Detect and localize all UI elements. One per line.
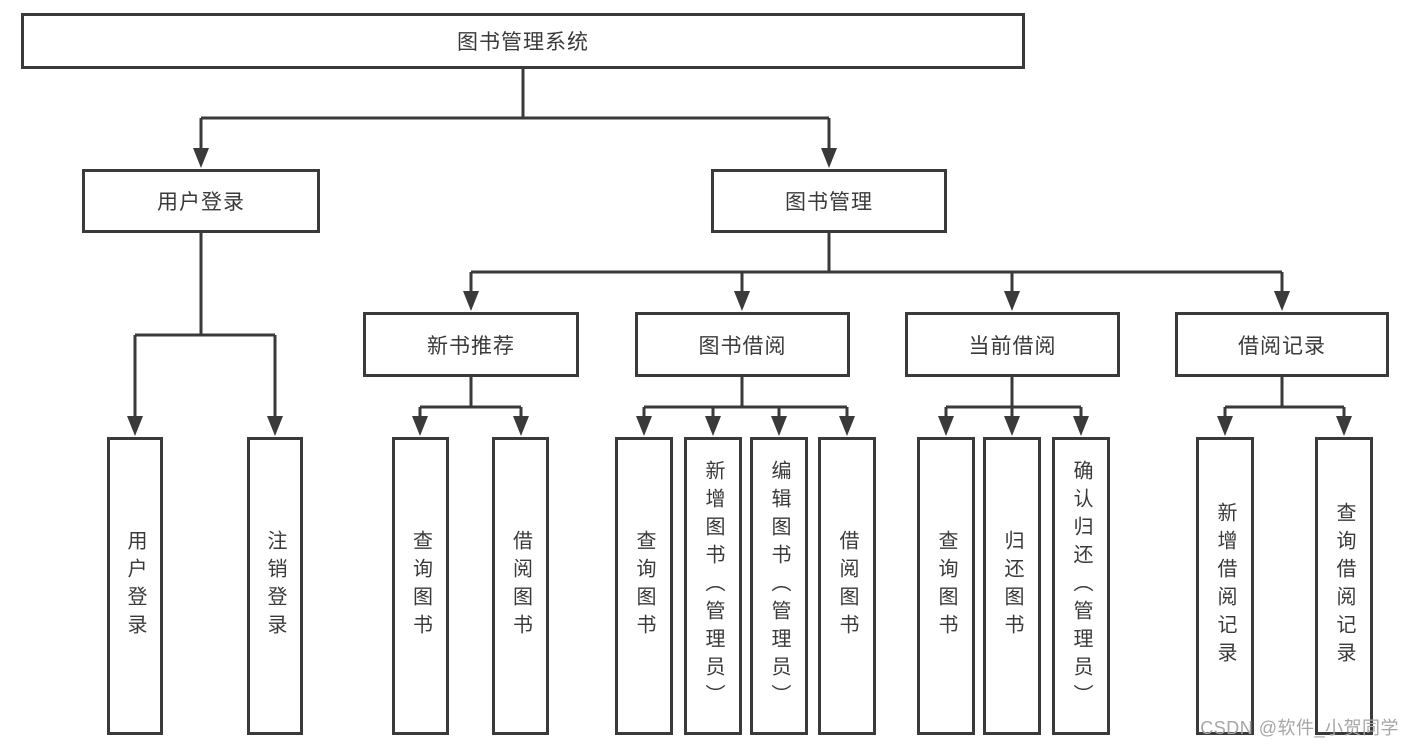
node-logout: 注销登录 — [247, 437, 303, 735]
node-library-system-label: 图书管理系统 — [457, 31, 589, 54]
node-user-login-group: 用户登录 — [82, 169, 320, 233]
node-borrow-books-recommend-label: 借阅图书 — [509, 530, 532, 642]
node-confirm-return-admin-label: 确认归还（管理员） — [1070, 460, 1092, 712]
node-new-book-recommend: 新书推荐 — [363, 312, 579, 377]
node-new-book-recommend-label: 新书推荐 — [427, 334, 515, 358]
node-borrow-books-label: 借阅图书 — [836, 530, 858, 642]
node-library-system: 图书管理系统 — [21, 13, 1025, 69]
node-return-books: 归还图书 — [983, 437, 1041, 735]
node-return-books-label: 归还图书 — [1001, 530, 1023, 642]
node-query-borrow-record: 查询借阅记录 — [1315, 437, 1373, 735]
node-add-borrow-record-label: 新增借阅记录 — [1214, 502, 1236, 670]
node-query-books-borrow: 查询图书 — [615, 437, 673, 735]
node-user-login-label: 用户登录 — [124, 530, 146, 642]
csdn-watermark: CSDN @软件_小贺同学 — [1200, 718, 1399, 738]
node-query-books-current: 查询图书 — [917, 437, 975, 735]
node-query-borrow-record-label: 查询借阅记录 — [1333, 502, 1355, 670]
node-user-login: 用户登录 — [107, 437, 163, 735]
node-edit-book-admin: 编辑图书（管理员） — [750, 437, 808, 735]
node-add-borrow-record: 新增借阅记录 — [1196, 437, 1254, 735]
node-borrowing-records-label: 借阅记录 — [1238, 334, 1326, 358]
node-borrow-books-recommend: 借阅图书 — [492, 437, 549, 735]
node-book-management-label: 图书管理 — [785, 191, 873, 214]
node-logout-label: 注销登录 — [264, 530, 286, 642]
node-book-management: 图书管理 — [711, 169, 947, 233]
node-query-books-current-label: 查询图书 — [935, 530, 957, 642]
node-confirm-return-admin: 确认归还（管理员） — [1052, 437, 1110, 735]
node-query-books-recommend: 查询图书 — [392, 437, 449, 735]
node-current-borrowing-label: 当前借阅 — [968, 334, 1057, 358]
node-add-book-admin-label: 新增图书（管理员） — [702, 460, 724, 712]
node-user-login-group-label: 用户登录 — [157, 191, 245, 214]
node-borrow-books: 借阅图书 — [818, 437, 876, 735]
node-edit-book-admin-label: 编辑图书（管理员） — [768, 460, 790, 712]
node-current-borrowing: 当前借阅 — [905, 312, 1120, 377]
node-query-books-borrow-label: 查询图书 — [633, 530, 655, 642]
node-add-book-admin: 新增图书（管理员） — [684, 437, 742, 735]
node-borrowing-records: 借阅记录 — [1175, 312, 1389, 377]
node-book-borrowing: 图书借阅 — [635, 312, 850, 377]
node-book-borrowing-label: 图书借阅 — [698, 334, 787, 358]
node-query-books-recommend-label: 查询图书 — [409, 530, 432, 642]
